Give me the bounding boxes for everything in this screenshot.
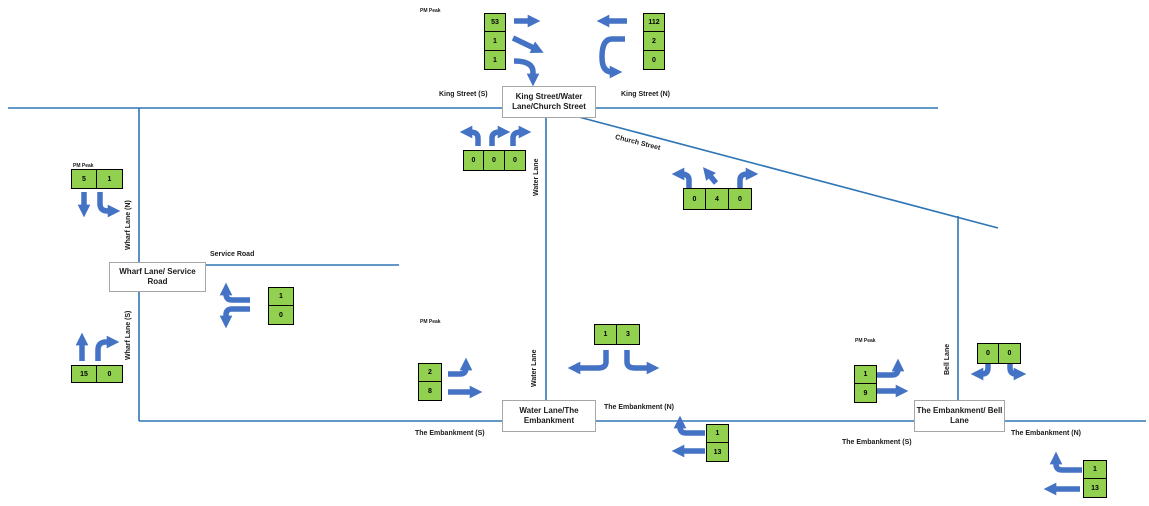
arrow-turn-down [219,306,250,329]
road-label-water-lane: Water Lane [533,158,540,196]
road-label-embankment-n: The Embankment (N) [1011,430,1082,437]
arrow-turn-right [489,125,511,146]
arrow-u-turn [599,36,625,79]
count-cell: 1 [706,424,729,443]
road-label-embankment-s: The Embankment (S) [842,439,912,446]
arrow-turn-right-down [1007,360,1027,381]
count-cell: 1 [97,169,123,189]
arrow-turn-right [510,125,532,146]
count-cell: 0 [999,343,1021,364]
arrow-turn-right-up [95,335,120,361]
count-cell: 1 [854,365,877,384]
count-box-king-street-n: 112 2 0 [643,13,665,70]
count-cell: 1 [484,32,506,51]
count-box-embankment-s-water: 2 8 [418,363,442,401]
arrow-turn-up [673,415,705,436]
road-label-service-road: Service Road [210,251,255,258]
arrow-turn-south [513,58,540,87]
arrow-turn-left [671,167,692,189]
count-cell: 15 [71,365,97,383]
road-label-water-lane: Water Lane [531,349,538,387]
junction-wharf-service: Wharf Lane/ Service Road [109,262,206,292]
count-box-bell-lane: 0 0 [977,343,1021,364]
peak-label: PM Peak [420,8,441,14]
count-box-church-street: 0 4 0 [683,188,752,210]
peak-label: PM Peak [855,338,876,344]
count-cell: 2 [418,363,442,382]
count-cell: 1 [1083,460,1107,479]
count-cell: 53 [484,13,506,32]
count-cell: 2 [643,32,665,51]
junction-embankment-bell: The Embankment/ Bell Lane [914,400,1005,432]
arrow-turn-left-down [567,350,609,375]
arrow-turn-up [219,282,250,303]
count-cell: 1 [268,287,294,306]
count-box-service-road: 1 0 [268,287,294,325]
count-cell: 9 [854,384,877,403]
arrow-turn-up [448,357,473,377]
count-box-wharf-lane-n: 5 1 [71,169,123,189]
count-box-embankment-s-bell: 1 9 [854,365,877,403]
count-cell: 0 [484,150,505,171]
arrow-turn-up [1049,451,1082,473]
count-cell: 0 [268,306,294,325]
count-cell: 0 [97,365,123,383]
count-box-embankment-n-water: 1 13 [706,424,729,462]
count-cell: 1 [484,51,506,70]
road-church-street [574,115,999,229]
arrow-turn-left-down [970,360,991,381]
movement-arrows [75,14,1082,496]
count-cell: 1 [594,324,617,345]
count-cell: 0 [643,51,665,70]
arrow-diagonal-southeast [511,35,544,53]
junction-king-water-church: King Street/Water Lane/Church Street [502,86,596,118]
arrow-turn-right [737,167,759,189]
road-label-king-street-s: King Street (S) [439,91,488,98]
count-box-embankment-n-bell: 1 13 [1083,460,1107,498]
count-cell: 13 [1083,479,1107,498]
count-cell: 112 [643,13,665,32]
count-cell: 0 [977,343,999,364]
count-cell: 8 [418,382,442,401]
count-box-king-street-s: 53 1 1 [484,13,506,70]
arrow-turn-left [459,125,481,146]
peak-label: PM Peak [420,319,441,325]
count-cell: 3 [617,324,640,345]
count-box-water-lane-south: 1 3 [594,324,640,345]
road-label-embankment-n: The Embankment (N) [604,404,675,411]
count-box-water-lane: 0 0 0 [463,150,526,171]
count-cell: 0 [729,188,752,210]
arrow-turn-up [877,358,905,378]
peak-label: PM Peak [73,163,94,169]
road-label-wharf-lane-s: Wharf Lane (S) [125,310,132,360]
count-cell: 5 [71,169,97,189]
road-label-embankment-s: The Embankment (S) [415,430,485,437]
arrow-diagonal-northwest [702,167,719,185]
junction-water-embankment: Water Lane/The Embankment [502,400,596,432]
arrow-turn-right-down [624,350,660,375]
count-cell: 0 [683,188,706,210]
count-box-wharf-lane-s: 15 0 [71,365,123,383]
road-label-bell-lane: Bell Lane [944,343,951,375]
road-label-wharf-lane-n: Wharf Lane (N) [125,200,132,250]
count-cell: 4 [706,188,729,210]
count-cell: 0 [463,150,484,171]
road-label-king-street-n: King Street (N) [621,91,670,98]
count-cell: 13 [706,443,729,462]
arrow-turn-right-down [97,192,121,218]
count-cell: 0 [505,150,526,171]
